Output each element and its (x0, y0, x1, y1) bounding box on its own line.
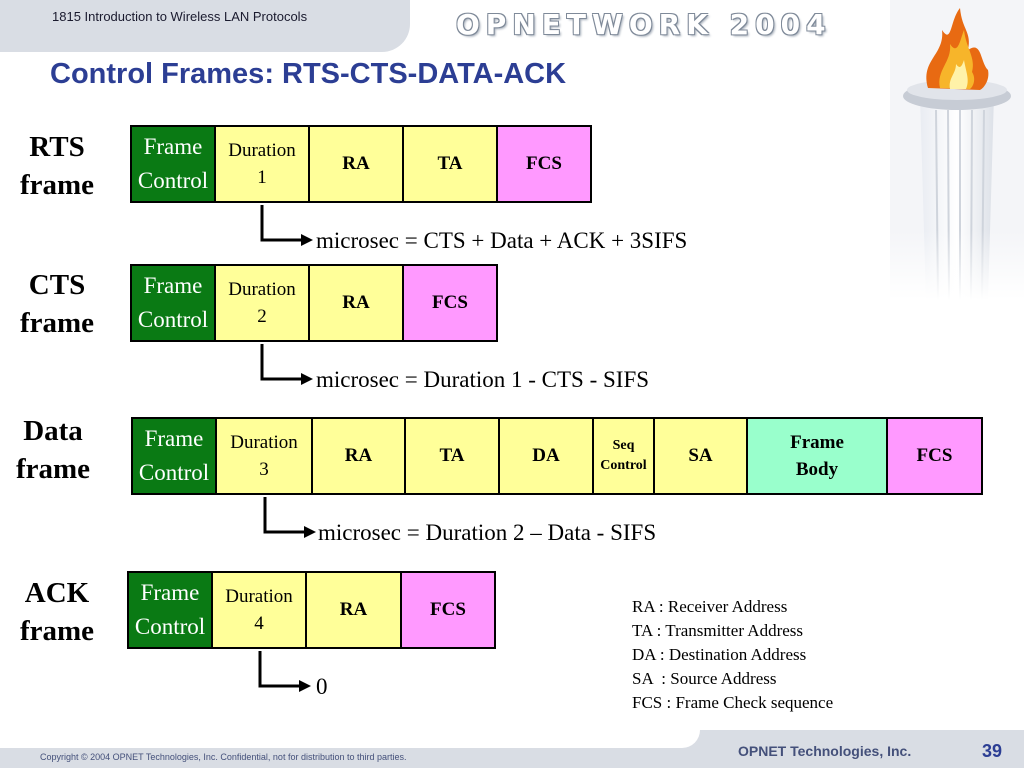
cts-duration-formula: microsec = Duration 1 - CTS - SIFS (316, 367, 650, 392)
cts-duration-field: Duration 2 (214, 264, 310, 342)
copyright-notice: Copyright © 2004 OPNET Technologies, Inc… (40, 752, 407, 762)
legend-item: SA : Source Address (632, 669, 777, 688)
cts-duration-arrow-icon (260, 344, 313, 385)
rts-ra-field: RA (308, 125, 404, 203)
cts-fcs-field: FCS (402, 264, 498, 342)
rts-ta-field: TA (402, 125, 498, 203)
ack-duration-field: Duration 4 (211, 571, 307, 649)
rts-duration-arrow-icon (260, 205, 313, 246)
data-duration-field: Duration 3 (215, 417, 313, 495)
opnetwork-logo: OPNETWORK 2004 (456, 8, 832, 41)
legend-item: DA : Destination Address (632, 645, 807, 664)
rts-duration-formula: microsec = CTS + Data + ACK + 3SIFS (316, 228, 688, 253)
data-sa-field: SA (653, 417, 748, 495)
legend-item: RA : Receiver Address (632, 597, 788, 616)
frame-control-line1: Frame (140, 580, 200, 605)
data-label-line2: frame (15, 453, 91, 485)
cts-label-line2: frame (19, 307, 95, 339)
ack-label-line2: frame (19, 615, 95, 647)
course-title: 1815 Introduction to Wireless LAN Protoc… (52, 9, 308, 24)
duration-line2: 1 (257, 167, 267, 188)
rts-fcs-field: FCS (496, 125, 592, 203)
body-line1: Frame (790, 432, 844, 453)
duration-line1: Duration (228, 279, 296, 300)
cts-label-line1: CTS (28, 269, 86, 301)
ack-frame-label: ACK frame (12, 574, 102, 650)
frame-control-line2: Control (137, 307, 209, 332)
duration-line1: Duration (230, 432, 298, 453)
duration-line1: Duration (225, 586, 293, 607)
rts-label-line2: frame (19, 169, 95, 201)
cts-frame-label: CTS frame (12, 266, 102, 342)
data-fcs-field: FCS (886, 417, 983, 495)
seq-line1: Seq (612, 438, 635, 453)
data-duration-arrow-icon (263, 497, 316, 538)
duration-line1: Duration (228, 140, 296, 161)
rts-frame-label: RTS frame (12, 128, 102, 204)
frame-control-line2: Control (134, 614, 206, 639)
frame-control-line1: Frame (144, 426, 204, 451)
data-frame-label: Data frame (5, 412, 101, 488)
seq-line2: Control (600, 458, 647, 473)
legend-item: TA : Transmitter Address (632, 621, 804, 640)
footer-curve (0, 730, 700, 748)
header-tab (0, 0, 410, 52)
ack-label-line1: ACK (24, 577, 90, 609)
abbreviation-legend: RA : Receiver Address TA : Transmitter A… (632, 595, 833, 715)
page-number: 39 (982, 741, 1003, 761)
duration-line2: 3 (259, 459, 269, 480)
rts-label-line1: RTS (29, 131, 85, 163)
frame-control-line2: Control (137, 168, 209, 193)
rts-duration-field: Duration 1 (214, 125, 310, 203)
frame-control-line1: Frame (143, 273, 203, 298)
torch-logo-icon (890, 0, 1024, 300)
data-label-line1: Data (23, 415, 83, 447)
frame-control-line1: Frame (143, 134, 203, 159)
slide-title: Control Frames: RTS-CTS-DATA-ACK (50, 58, 567, 90)
body-line2: Body (795, 459, 839, 480)
data-ra-field: RA (311, 417, 406, 495)
duration-line2: 2 (257, 306, 267, 327)
ack-ra-field: RA (305, 571, 402, 649)
data-duration-formula: microsec = Duration 2 – Data - SIFS (318, 520, 657, 545)
cts-ra-field: RA (308, 264, 404, 342)
frame-control-line2: Control (138, 460, 210, 485)
ack-duration-arrow-icon (258, 651, 311, 692)
legend-item: FCS : Frame Check sequence (632, 693, 834, 712)
data-da-field: DA (498, 417, 594, 495)
company-name: OPNET Technologies, Inc. (738, 743, 912, 759)
ack-duration-formula: 0 (316, 674, 328, 699)
duration-line2: 4 (254, 613, 264, 634)
data-ta-field: TA (404, 417, 500, 495)
ack-fcs-field: FCS (400, 571, 496, 649)
